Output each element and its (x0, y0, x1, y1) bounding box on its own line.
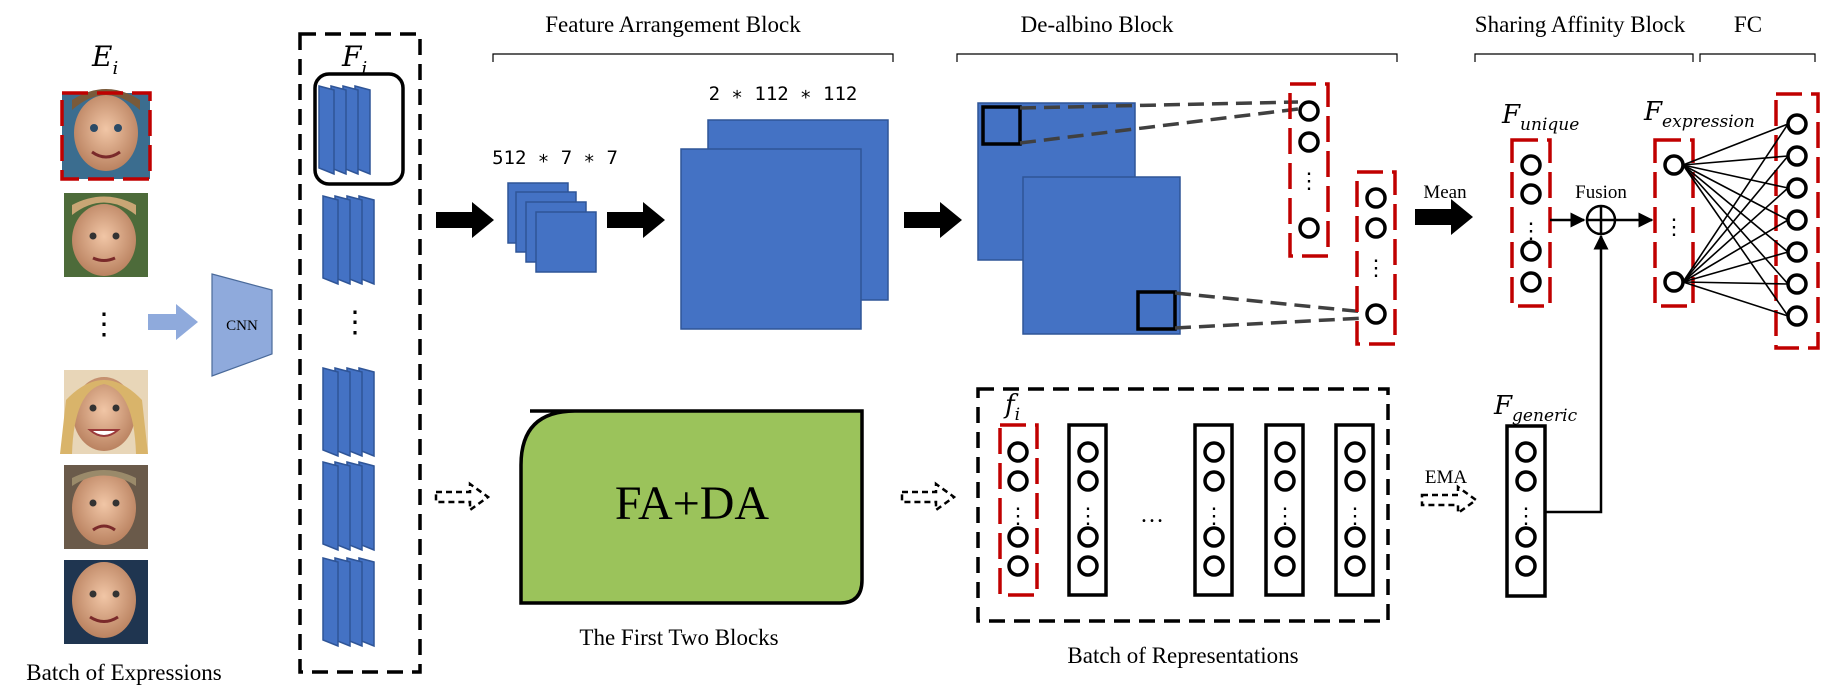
feature-stack-5 (322, 557, 375, 648)
feature-stack-3 (322, 367, 375, 458)
representation-selected (998, 423, 1039, 597)
face-photo-5 (64, 560, 148, 644)
fusion-plus-icon (1585, 204, 1617, 236)
face-photo-2 (64, 193, 148, 277)
face-photo-3 (60, 370, 148, 454)
fusion-label: Fusion (1575, 182, 1627, 203)
feature-maps-box (298, 32, 422, 674)
fa-da-label: FA+DA (615, 477, 770, 530)
face-photo-1 (62, 89, 150, 179)
svg-text:⋮: ⋮ (1203, 503, 1225, 528)
fc-title: FC (1734, 12, 1762, 37)
ema-arrow-icon (1420, 484, 1479, 516)
arrow-to-de-albino-icon (904, 202, 962, 238)
f-expression-label: Fexpression (1643, 97, 1755, 132)
patch-link-4 (1174, 316, 1366, 330)
arrow-to-arrangement-icon (436, 202, 494, 238)
patch-box-bottom (1136, 290, 1177, 331)
svg-text:⋮: ⋮ (1520, 218, 1542, 243)
representation-2 (1067, 423, 1108, 597)
f-i-label: Fi (341, 40, 367, 79)
representations-box (976, 387, 1390, 623)
feature-stack-4 (322, 461, 375, 552)
representation-5 (1334, 423, 1375, 597)
first-two-blocks-label: The First Two Blocks (579, 625, 778, 650)
feature-stack-1 (318, 85, 371, 176)
feature-stack-2 (322, 195, 375, 286)
patch-link-1 (1019, 100, 1299, 110)
svg-text:⋮: ⋮ (1077, 503, 1099, 528)
patch-vector-bottom (1355, 170, 1397, 346)
ema-label: EMA (1425, 467, 1468, 488)
batch-of-expressions-label: Batch of Expressions (26, 660, 222, 685)
representation-3 (1193, 423, 1234, 597)
light-arrow-icon (148, 304, 198, 340)
svg-text:⋮: ⋮ (1515, 503, 1537, 528)
generic-to-fusion (1545, 234, 1609, 514)
e-i-label: Ei (91, 40, 118, 79)
patch-box-top (981, 105, 1022, 146)
selected-feature-box (313, 72, 405, 186)
batch-of-representations-label: Batch of Representations (1067, 643, 1298, 668)
fa-da-block (519, 409, 864, 605)
feature-arrangement-bracket (492, 53, 894, 62)
mean-arrow-icon (1415, 199, 1473, 235)
svg-text:⋮: ⋮ (1663, 214, 1685, 239)
patch-vector-top (1288, 82, 1330, 258)
svg-text:⋮: ⋮ (1274, 503, 1296, 528)
de-albino-bracket (956, 53, 1398, 62)
f-small-i-label: fi (1003, 390, 1020, 425)
large-feature-maps (680, 119, 889, 330)
fc-output-vector (1774, 92, 1820, 350)
svg-text:⋮: ⋮ (1007, 503, 1029, 528)
dim-small-label: 512 ∗ 7 ∗ 7 (492, 147, 618, 169)
sharing-affinity-title: Sharing Affinity Block (1475, 12, 1686, 37)
de-albino-title: De-albino Block (1021, 12, 1174, 37)
cnn-block (211, 273, 273, 377)
selected-face-box (60, 91, 152, 181)
fc-connections (1682, 123, 1789, 317)
f-expression-vector (1653, 138, 1695, 308)
face-photo-4 (64, 465, 148, 549)
small-feature-stack (507, 182, 597, 273)
feature-arrangement-title: Feature Arrangement Block (545, 12, 801, 37)
patch-link-3 (1174, 291, 1366, 314)
representation-4 (1264, 423, 1305, 597)
svg-text:⋮: ⋮ (1344, 503, 1366, 528)
feature-ellipsis: ⋮ (340, 306, 370, 339)
sharing-affinity-bracket (1474, 53, 1694, 62)
dim-large-label: 2 ∗ 112 ∗ 112 (709, 83, 858, 105)
cnn-label: CNN (226, 318, 258, 334)
representations-ellipsis: … (1140, 502, 1164, 528)
hollow-arrow-2-icon (900, 481, 957, 513)
fc-bracket (1699, 53, 1816, 62)
de-albino-maps (977, 102, 1181, 335)
hollow-arrow-1-icon (434, 481, 491, 513)
arrow-to-large-map-icon (607, 202, 665, 238)
svg-text:⋮: ⋮ (1298, 168, 1320, 193)
f-unique-vector (1510, 138, 1552, 308)
svg-text:⋮: ⋮ (1365, 255, 1387, 280)
f-generic-label: Fgeneric (1493, 391, 1578, 426)
f-unique-label: Funique (1501, 100, 1579, 135)
faces-ellipsis: ⋮ (89, 308, 119, 341)
mean-label: Mean (1423, 182, 1467, 203)
